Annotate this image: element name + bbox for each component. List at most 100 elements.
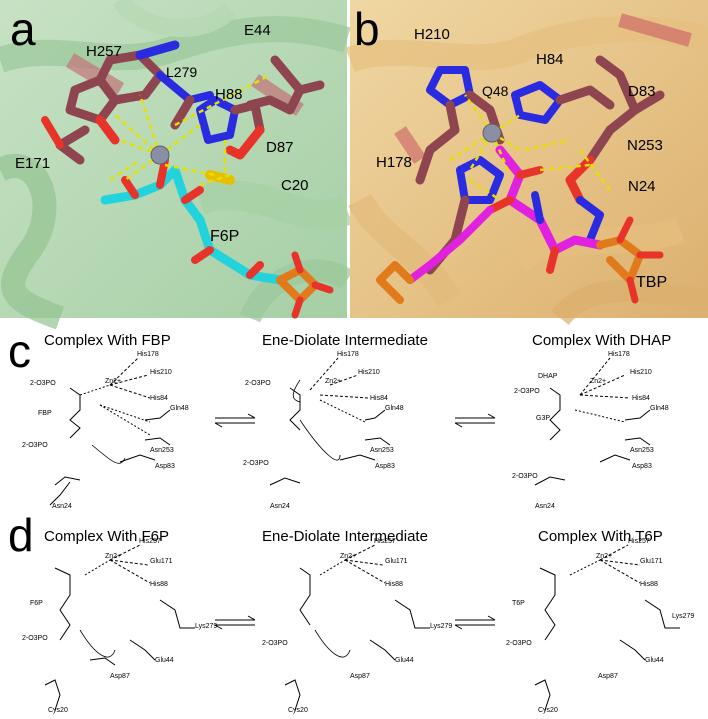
panel-c-letter: c <box>8 325 31 377</box>
d2-phosphate: 2-O3PO <box>262 640 288 647</box>
d1-phosphate: 2-O3PO <box>22 635 48 642</box>
panel-c-title-3: Complex With DHAP <box>532 332 672 349</box>
d3-glu44: Glu44 <box>645 657 664 664</box>
panel-a-zinc <box>150 145 170 165</box>
d1-his257: His257 <box>139 538 161 545</box>
c2-phosphate-2: 2-O3PO <box>243 460 269 467</box>
panel-c-title-1: Complex With FBP <box>44 332 171 349</box>
panel-c-title-2: Ene-Diolate Intermediate <box>262 332 428 349</box>
label-l279: L279 <box>166 64 198 80</box>
label-c20: C20 <box>281 177 309 194</box>
d3-his257: His257 <box>628 538 650 545</box>
panel-d-letter: d <box>8 509 34 561</box>
label-d83: D83 <box>628 83 656 100</box>
d1-f6p: F6P <box>30 600 43 607</box>
d3-t6p: T6P <box>512 600 525 607</box>
label-d87: D87 <box>266 139 294 156</box>
d3-phosphate: 2-O3PO <box>506 640 532 647</box>
d1-zn: Zn2+ <box>105 553 121 560</box>
panel-b-hbonds <box>449 94 611 202</box>
panel-b-zinc <box>482 123 502 143</box>
c2-gln48: Gln48 <box>385 405 404 412</box>
label-h210: H210 <box>414 26 450 43</box>
c3-gln48: Gln48 <box>650 405 669 412</box>
c2-asp83: Asp83 <box>375 463 395 470</box>
d3-his88: His88 <box>640 581 658 588</box>
c1-his178: His178 <box>137 351 159 358</box>
label-e171: E171 <box>15 155 51 172</box>
label-h88: H88 <box>215 86 243 103</box>
panel-d-scheme-2 <box>284 544 430 711</box>
d3-lys279: Lys279 <box>672 613 694 620</box>
label-n253: N253 <box>627 137 663 154</box>
c1-zn: Zn2+ <box>105 378 121 385</box>
c3-his84: His84 <box>632 395 650 402</box>
c1-phosphate: 2-O3PO <box>30 380 56 387</box>
d2-glu171: Glu171 <box>385 558 408 565</box>
label-e44: E44 <box>244 22 271 39</box>
d3-zn: Zn2+ <box>596 553 612 560</box>
panel-a-residue-sticks <box>41 40 325 165</box>
panel-a-hbonds <box>109 73 271 187</box>
c2-phosphate: 2-O3PO <box>245 380 271 387</box>
label-q48: Q48 <box>482 83 509 99</box>
c3-asn253: Asn253 <box>630 447 654 454</box>
d1-lys279: Lys279 <box>195 623 217 630</box>
panel-b-letter: b <box>354 3 380 55</box>
panel-d-scheme-3 <box>534 544 680 711</box>
panel-d-title-3: Complex With T6P <box>538 528 663 545</box>
d1-glu44: Glu44 <box>155 657 174 664</box>
c2-his210: His210 <box>358 369 380 376</box>
panel-c-scheme-2 <box>269 357 391 486</box>
c1-asp83: Asp83 <box>155 463 175 470</box>
panel-c-scheme-3 <box>534 357 651 486</box>
panel-d-title-2: Ene-Diolate Intermediate <box>262 528 428 545</box>
panel-b-ribbons <box>345 13 708 326</box>
c3-dhap: DHAP <box>538 373 558 380</box>
panel-c-scheme-1 <box>49 357 171 506</box>
c1-gln48: Gln48 <box>170 405 189 412</box>
d1-his88: His88 <box>150 581 168 588</box>
d2-glu44: Glu44 <box>395 657 414 664</box>
c3-asp83: Asp83 <box>632 463 652 470</box>
c1-fbp: FBP <box>38 410 52 417</box>
c1-phosphate-2: 2-O3PO <box>22 442 48 449</box>
c1-asn24: Asn24 <box>52 503 72 510</box>
d1-cys20: Cys20 <box>48 707 68 714</box>
c2-asn253: Asn253 <box>370 447 394 454</box>
c3-his178: His178 <box>608 351 630 358</box>
c1-his210: His210 <box>150 369 172 376</box>
label-f6p: F6P <box>210 228 240 245</box>
d1-glu171: Glu171 <box>150 558 173 565</box>
c3-asn24: Asn24 <box>535 503 555 510</box>
d2-asp87: Asp87 <box>350 673 370 680</box>
d2-his88: His88 <box>385 581 403 588</box>
c2-his178: His178 <box>337 351 359 358</box>
c1-his84: His84 <box>150 395 168 402</box>
c1-asn253: Asn253 <box>150 447 174 454</box>
label-h257: H257 <box>86 43 122 60</box>
c3-phosphate-2: 2-O3PO <box>512 473 538 480</box>
c2-asn24: Asn24 <box>270 503 290 510</box>
d1-asp87: Asp87 <box>110 673 130 680</box>
c3-his210: His210 <box>630 369 652 376</box>
label-tbp: TBP <box>636 274 668 291</box>
c2-his84: His84 <box>370 395 388 402</box>
panel-c-equilibrium-arrows <box>214 413 496 428</box>
d2-lys279: Lys279 <box>430 623 452 630</box>
label-h178: H178 <box>376 154 412 171</box>
c3-g3p: G3P <box>536 415 550 422</box>
c3-phosphate: 2-O3PO <box>514 388 540 395</box>
c3-zn: Zn2+ <box>590 378 606 385</box>
label-n24: N24 <box>628 178 656 195</box>
panel-d-scheme-1 <box>44 544 195 711</box>
panel-d-equilibrium-arrows <box>214 615 496 630</box>
panel-a-letter: a <box>10 3 36 55</box>
c2-zn: Zn2+ <box>325 378 341 385</box>
d2-cys20: Cys20 <box>288 707 308 714</box>
d2-his257: His257 <box>374 538 396 545</box>
d3-asp87: Asp87 <box>598 673 618 680</box>
d3-cys20: Cys20 <box>538 707 558 714</box>
